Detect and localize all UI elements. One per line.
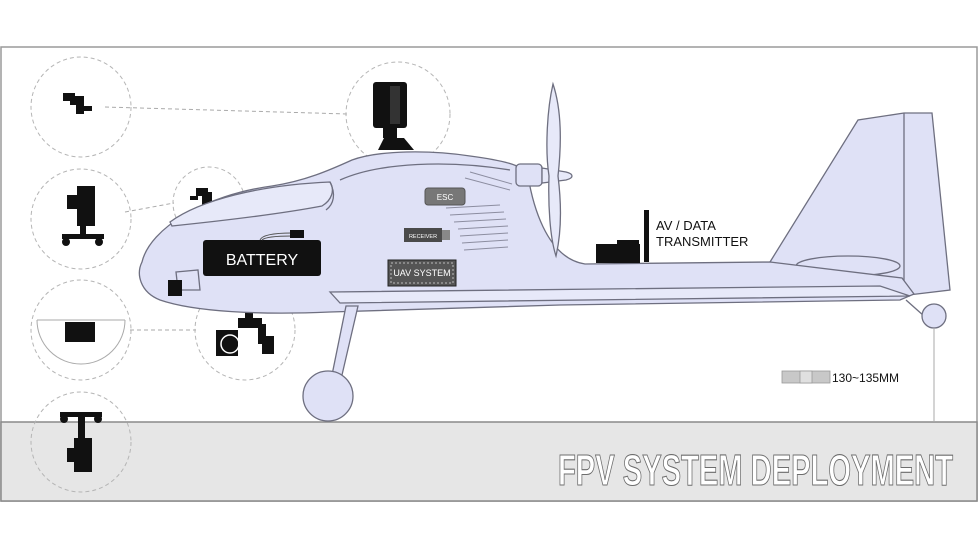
motor — [515, 163, 543, 187]
nose-camera — [168, 280, 182, 296]
tail-wheel-strut — [905, 299, 925, 317]
top-camera-option-icon — [373, 82, 414, 150]
dome-camera-icon — [36, 319, 126, 365]
receiver-module — [404, 228, 442, 242]
option-circles — [30, 56, 451, 493]
size-range-label: 130~135MM — [832, 371, 899, 385]
pan-tilt-camera-icon — [63, 93, 92, 114]
battery-wires — [259, 232, 293, 241]
battery-connector — [290, 230, 304, 238]
receiver-label: RECEIVER — [409, 234, 437, 240]
ground-strip — [0, 421, 978, 502]
battery-block — [203, 240, 321, 276]
vertical-camera-mount-icon — [62, 186, 104, 246]
side-vents — [445, 204, 509, 251]
av-transmitter — [596, 210, 649, 263]
diagram-title: FPV SYSTEM DEPLOYMENT — [558, 446, 953, 495]
transmitter-label-line2: TRANSMITTER — [656, 234, 748, 249]
battery-label: BATTERY — [226, 252, 299, 269]
canopy — [169, 181, 333, 227]
landing-gear-wheel — [302, 370, 354, 422]
esc-label: ESC — [437, 193, 454, 202]
aircraft — [138, 81, 951, 422]
propeller — [546, 81, 562, 259]
uav-system-module — [387, 259, 457, 287]
transmitter-label-line1: AV / DATA — [656, 218, 716, 233]
size-indicator-icon — [781, 370, 831, 384]
tail-wheel — [921, 303, 947, 329]
uav-system-label: UAV SYSTEM — [393, 268, 450, 278]
option-connectors — [104, 106, 349, 331]
esc-module — [424, 187, 466, 206]
hanging-camera-mount-icon — [60, 412, 102, 472]
main-wing — [328, 285, 911, 304]
